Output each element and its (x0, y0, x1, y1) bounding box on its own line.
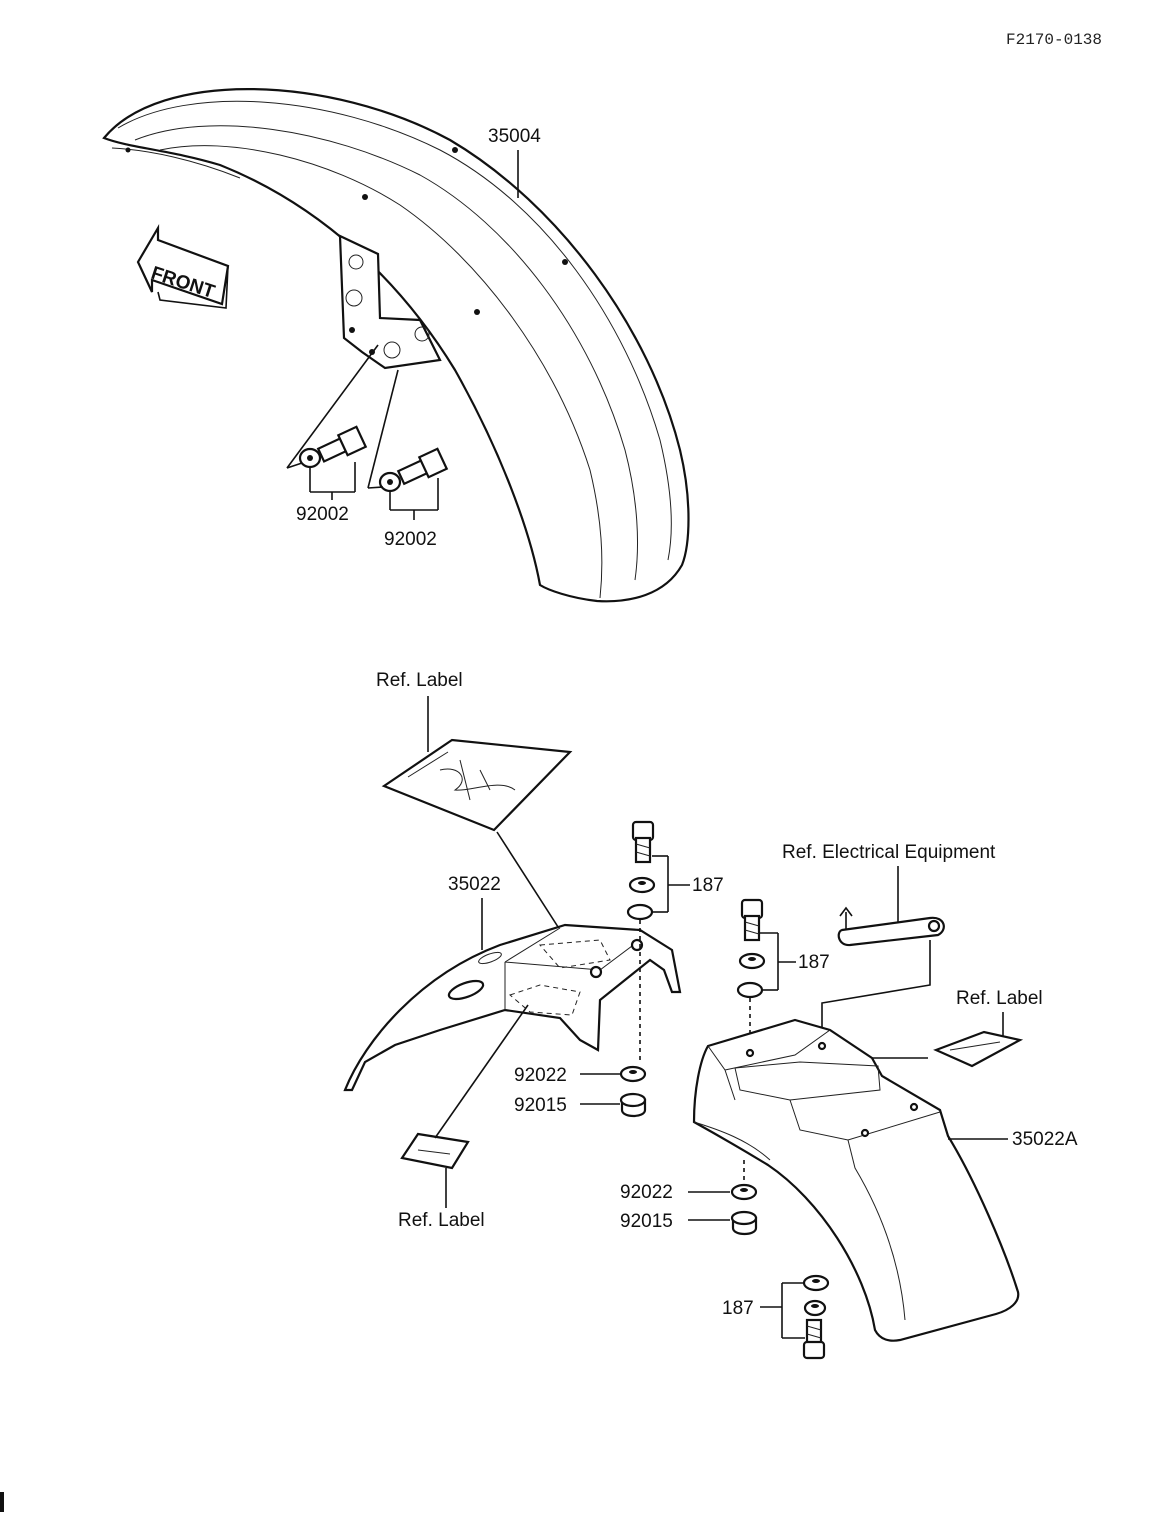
front-direction-badge: FRONT (136, 223, 230, 309)
label-92002-right: 92002 (384, 529, 437, 550)
ref-label-bottom: Ref. Label (398, 1210, 485, 1231)
label-92015-left: 92015 (514, 1095, 567, 1116)
label-92022-right: 92022 (620, 1182, 673, 1203)
label-35022: 35022 (448, 874, 501, 895)
bolt-stack-bottom (760, 1274, 830, 1360)
label-92002-left: 92002 (296, 504, 349, 525)
rear-fender-front (343, 923, 682, 1092)
ref-label-top: Ref. Label (376, 670, 463, 691)
caution-label-sticker (381, 738, 573, 832)
ref-electrical-equipment: Ref. Electrical Equipment (782, 842, 996, 863)
rear-fender-rear (692, 1018, 1020, 1342)
label-92022-left: 92022 (514, 1065, 567, 1086)
label-187-bottom: 187 (722, 1298, 754, 1319)
ref-label-right: Ref. Label (956, 988, 1043, 1009)
front-fender (102, 88, 690, 603)
bolt-stack-top (580, 820, 690, 1118)
right-label-sticker (933, 1030, 1024, 1068)
small-label-sticker (400, 1132, 470, 1170)
front-fender-bolts (286, 344, 449, 520)
document-code: F2170-0138 (1006, 31, 1102, 49)
electrical-bracket (837, 906, 945, 947)
bolt-stack-middle (736, 898, 796, 1050)
label-187-top: 187 (692, 875, 724, 896)
page-edge-mark (0, 1492, 4, 1512)
label-35022A: 35022A (1012, 1129, 1078, 1150)
label-187-middle: 187 (798, 952, 830, 973)
rear-bushing-stack (688, 1160, 758, 1236)
label-92015-right: 92015 (620, 1211, 673, 1232)
label-35004: 35004 (488, 126, 541, 147)
